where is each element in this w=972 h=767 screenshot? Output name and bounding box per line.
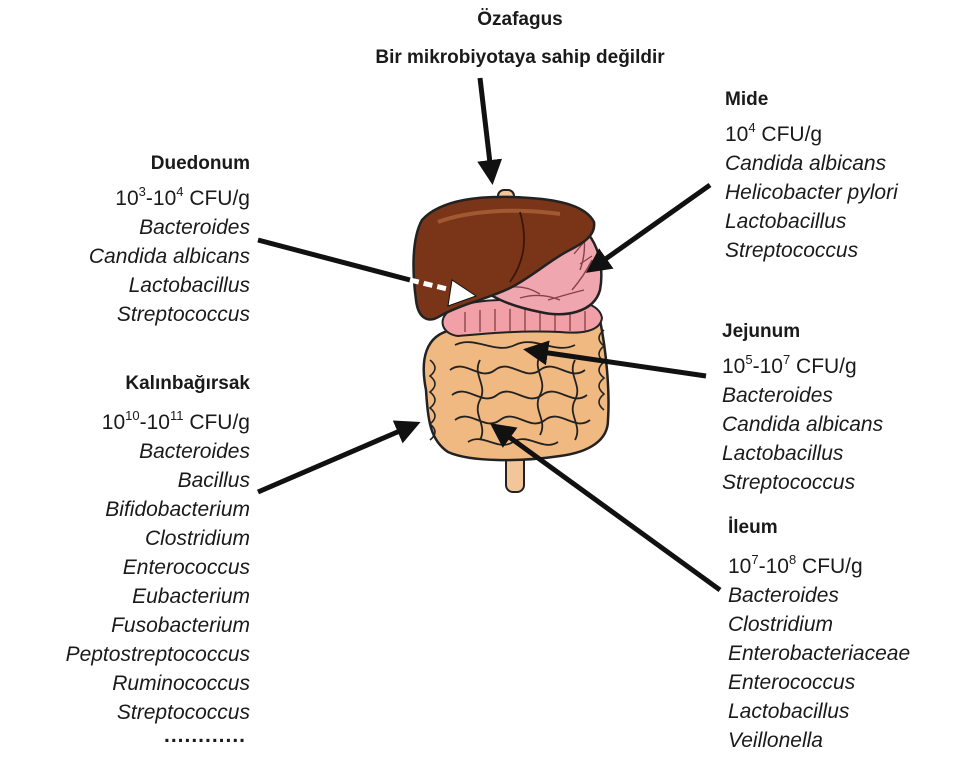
ileum-organism: Clostridium bbox=[728, 610, 968, 639]
ileum-organism: Enterobacteriaceae bbox=[728, 639, 968, 668]
mide-organism: Helicobacter pylori bbox=[725, 178, 965, 207]
jejunum-organism: Lactobacillus bbox=[722, 439, 967, 468]
kalinbagirsak-block: Kalınbağırsak 1010-1011 CFU/g Bacteroide… bbox=[8, 372, 250, 745]
jejunum-organism: Bacteroides bbox=[722, 381, 967, 410]
arrow-mide bbox=[590, 185, 710, 270]
kalinbagirsak-organism: Peptostreptococcus bbox=[8, 640, 250, 669]
duedonum-block: Duedonum 103-104 CFU/g Bacteroides Candi… bbox=[10, 152, 250, 329]
duedonum-organism: Streptococcus bbox=[10, 300, 250, 329]
ozafagus-note: Bir mikrobiyotaya sahip değildir bbox=[330, 46, 710, 70]
mide-block: Mide 104 CFU/g Candida albicans Helicoba… bbox=[725, 88, 965, 265]
duedonum-organism: Bacteroides bbox=[10, 213, 250, 242]
mide-title: Mide bbox=[725, 88, 965, 112]
kalinbagirsak-organism: Enterococcus bbox=[8, 553, 250, 582]
duedonum-title: Duedonum bbox=[10, 152, 250, 176]
kalinbagirsak-count: 1010-1011 CFU/g bbox=[8, 408, 250, 437]
ozafagus-block: Özafagus Bir mikrobiyotaya sahip değildi… bbox=[330, 8, 710, 70]
kalinbagirsak-organism: Clostridium bbox=[8, 524, 250, 553]
jejunum-organism: Streptococcus bbox=[722, 468, 967, 497]
ozafagus-title: Özafagus bbox=[330, 8, 710, 32]
duedonum-organism: Lactobacillus bbox=[10, 271, 250, 300]
mide-organism: Streptococcus bbox=[725, 236, 965, 265]
jejunum-count: 105-107 CFU/g bbox=[722, 352, 967, 381]
kalinbagirsak-more: ............ bbox=[8, 727, 246, 745]
jejunum-organism: Candida albicans bbox=[722, 410, 967, 439]
arrow-ileum bbox=[494, 426, 720, 590]
mide-count: 104 CFU/g bbox=[725, 120, 965, 149]
ileum-block: İleum 107-108 CFU/g Bacteroides Clostrid… bbox=[728, 516, 968, 755]
jejunum-block: Jejunum 105-107 CFU/g Bacteroides Candid… bbox=[722, 320, 967, 497]
ileum-organism: Bacteroides bbox=[728, 581, 968, 610]
mide-organism: Lactobacillus bbox=[725, 207, 965, 236]
kalinbagirsak-organism: Bifidobacterium bbox=[8, 495, 250, 524]
kalinbagirsak-organism: Ruminococcus bbox=[8, 669, 250, 698]
kalinbagirsak-organism: Streptococcus bbox=[8, 698, 250, 727]
ileum-organism: Enterococcus bbox=[728, 668, 968, 697]
duedonum-organism: Candida albicans bbox=[10, 242, 250, 271]
kalinbagirsak-organism: Fusobacterium bbox=[8, 611, 250, 640]
kalinbagirsak-organism: Bacillus bbox=[8, 466, 250, 495]
mide-organism: Candida albicans bbox=[725, 149, 965, 178]
arrow-kalinbagirsak bbox=[258, 424, 416, 492]
ileum-organism: Veillonella bbox=[728, 726, 968, 755]
kalinbagirsak-organism: Eubacterium bbox=[8, 582, 250, 611]
arrow-ozafagus bbox=[480, 78, 492, 180]
duedonum-count: 103-104 CFU/g bbox=[10, 184, 250, 213]
kalinbagirsak-organism: Bacteroides bbox=[8, 437, 250, 466]
ileum-count: 107-108 CFU/g bbox=[728, 552, 968, 581]
kalinbagirsak-title: Kalınbağırsak bbox=[8, 372, 250, 396]
ileum-title: İleum bbox=[728, 516, 968, 540]
jejunum-title: Jejunum bbox=[722, 320, 967, 344]
ileum-organism: Lactobacillus bbox=[728, 697, 968, 726]
